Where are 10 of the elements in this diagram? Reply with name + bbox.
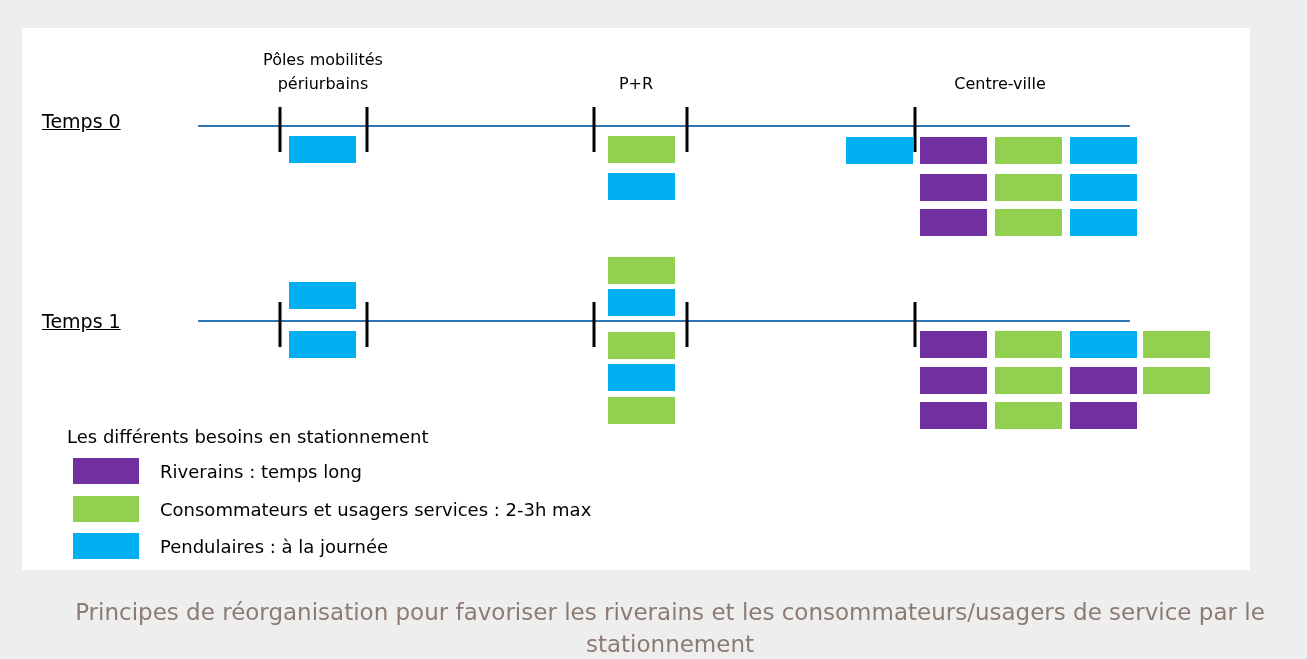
- label: Centre-ville: [953, 73, 1047, 95]
- legend-label: Pendulaires : à la journée: [160, 535, 389, 559]
- legend-label: Riverains : temps long: [160, 460, 362, 484]
- legend-label: Consommateurs et usagers services : 2-3h max: [160, 497, 592, 522]
- label: Pôles mobilités périurbains: [262, 49, 384, 95]
- label: Temps 0: [42, 109, 121, 133]
- caption: Principes de réorganisation pour favoriser les riverains et les consommateurs/usagers de service par le stationnement: [74, 598, 1266, 659]
- label: Temps 1: [42, 309, 121, 333]
- label: P+R: [617, 73, 655, 95]
- label: Les différents besoins en stationnement: [67, 425, 429, 449]
